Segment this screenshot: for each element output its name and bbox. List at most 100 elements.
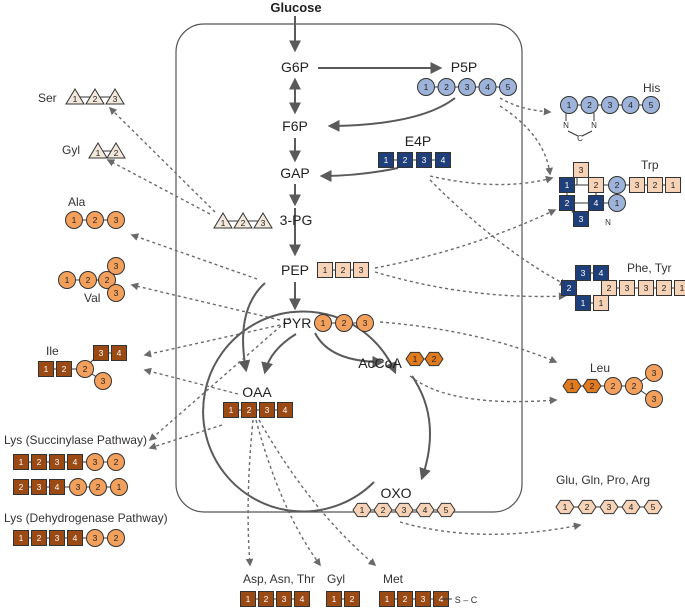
his-n2-label: N — [591, 121, 597, 130]
atom-t — [213, 212, 233, 229]
atom-s — [277, 402, 293, 418]
atom-s — [93, 345, 109, 361]
atom-number: 2 — [86, 275, 91, 285]
atom-number: 2 — [62, 364, 67, 374]
atom-number: 3 — [282, 594, 287, 604]
atom-c — [560, 96, 578, 114]
atom-number: 3 — [581, 268, 586, 278]
atom-number: 5 — [651, 502, 656, 512]
atom-c — [86, 453, 104, 471]
atom-t — [105, 88, 125, 105]
atom-number: 2 — [567, 283, 572, 293]
atom-s — [416, 152, 432, 168]
pyr-label: PYR — [283, 315, 312, 331]
atom-s — [13, 479, 29, 495]
atom-c — [107, 211, 125, 229]
atom-number: 2 — [93, 215, 98, 225]
glucose-label: Glucose — [270, 0, 321, 15]
atom-number: 1 — [385, 594, 390, 604]
atom-number: 4 — [283, 405, 288, 415]
atom-number: 3 — [363, 318, 368, 328]
atom-s — [397, 152, 413, 168]
atom-c — [458, 78, 476, 96]
atom-c — [79, 271, 97, 289]
atom-number: 1 — [570, 381, 575, 391]
atom-number: 4 — [594, 198, 599, 208]
atom-number: 4 — [599, 268, 604, 278]
atom-number: 2 — [341, 265, 346, 275]
atom-c — [98, 271, 116, 289]
atom-number: 3 — [465, 82, 470, 92]
atom-number: 3 — [114, 215, 119, 225]
atom-h — [577, 499, 597, 515]
atom-number: 1 — [117, 482, 122, 492]
atom-s — [38, 361, 54, 377]
atom-number: 3 — [607, 502, 612, 512]
atom-number: 4 — [55, 482, 60, 492]
atom-s — [223, 402, 239, 418]
atom-number: 3 — [265, 405, 270, 415]
met-sc-label: S – C — [455, 595, 478, 605]
atom-number: 2 — [611, 381, 616, 391]
atom-number: 2 — [96, 482, 101, 492]
atom-s — [573, 162, 589, 178]
atom-number: 2 — [105, 275, 110, 285]
atom-c — [478, 78, 497, 96]
trp-label: Trp — [641, 158, 659, 172]
atom-number: 3 — [359, 265, 364, 275]
atom-c — [645, 364, 663, 382]
atom-number: 2 — [444, 82, 449, 92]
atom-s — [335, 262, 351, 278]
atom-c — [417, 78, 435, 96]
atom-number: 2 — [403, 594, 408, 604]
atom-s — [656, 280, 672, 296]
atom-h — [394, 502, 414, 518]
atom-number: 3 — [402, 505, 407, 515]
pep-label: PEP — [281, 262, 309, 278]
atom-s — [638, 280, 654, 296]
atom-number: 3 — [422, 155, 427, 165]
atom-c — [645, 390, 663, 408]
atom-number: 3 — [261, 218, 266, 228]
atom-s — [49, 454, 65, 470]
atom-s — [294, 591, 310, 607]
atom-number: 2 — [585, 502, 590, 512]
atom-s — [240, 591, 256, 607]
atom-number: 5 — [506, 82, 511, 92]
atom-s — [379, 591, 395, 607]
atom-number: 3 — [99, 348, 104, 358]
atom-c — [89, 478, 107, 496]
atom-number: 1 — [72, 215, 77, 225]
atom-number: 4 — [423, 505, 428, 515]
gyl-bottom-label: Gyl — [327, 572, 345, 586]
atom-number: 2 — [114, 457, 119, 467]
atom-c — [608, 176, 626, 194]
lys-dehydrogenase-label: Lys (Dehydrogenase Pathway) — [4, 511, 168, 525]
atom-s — [31, 530, 47, 546]
atom-number: 3 — [76, 482, 81, 492]
atom-c — [76, 360, 94, 378]
p5p-label: P5P — [451, 59, 477, 75]
atom-h — [436, 502, 456, 518]
atom-number: 3 — [114, 261, 119, 271]
val-label: Val — [84, 291, 100, 305]
atom-number: 3 — [579, 214, 584, 224]
atom-s — [647, 177, 663, 193]
atom-s — [111, 345, 127, 361]
leu-label: Leu — [590, 361, 610, 375]
atom-number: 1 — [413, 354, 418, 364]
atom-s — [353, 262, 369, 278]
atom-s — [588, 195, 604, 211]
atom-s — [674, 280, 685, 296]
atom-c — [110, 478, 128, 496]
atom-number: 2 — [565, 198, 570, 208]
his-label: His — [643, 81, 660, 95]
atom-h — [405, 351, 425, 367]
atom-h — [373, 502, 393, 518]
atom-number: 3 — [644, 283, 649, 293]
atom-s — [378, 152, 394, 168]
atom-s — [561, 280, 577, 296]
atom-number: 1 — [229, 405, 234, 415]
atom-h — [555, 499, 575, 515]
